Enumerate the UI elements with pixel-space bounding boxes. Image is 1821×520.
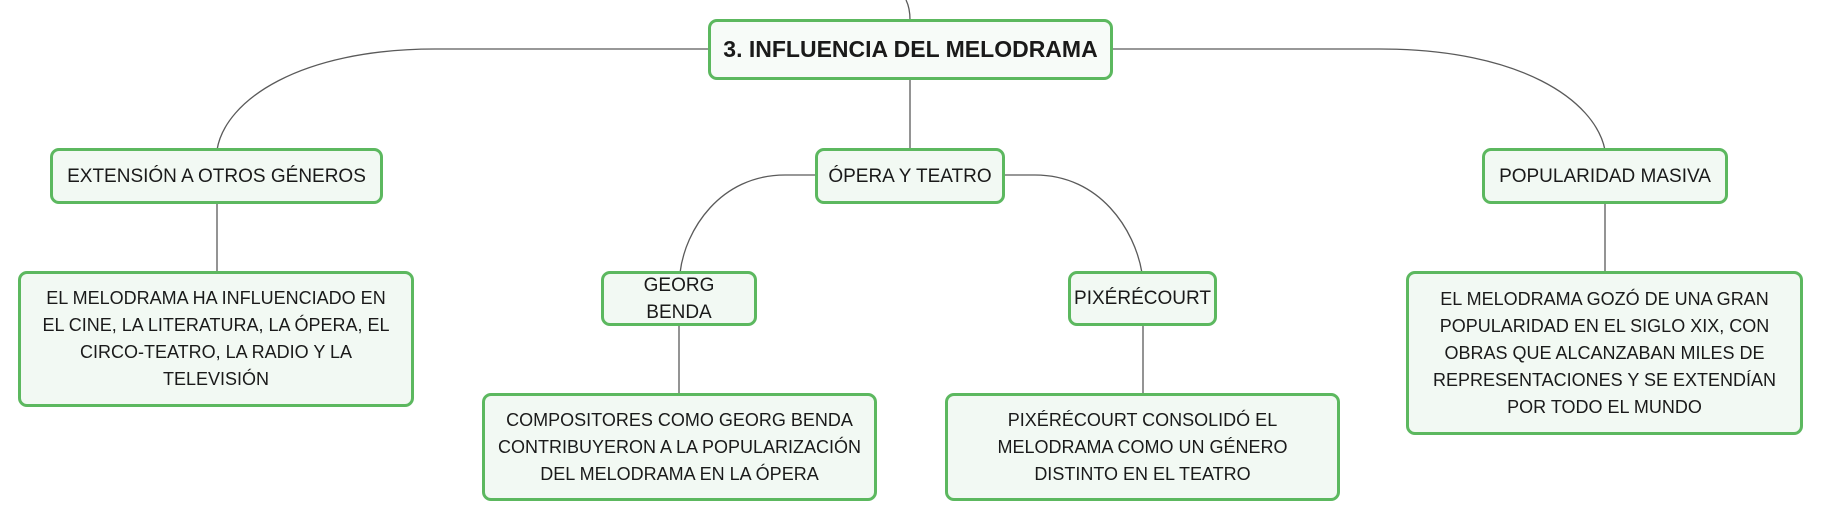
subbranch-node-georg-benda[interactable]: GEORG BENDA [601,271,757,326]
connector-opera-to-benda [679,174,817,274]
connector-root-to-extension [216,48,710,151]
connector-parent-to-root [905,0,911,21]
subbranch-node-pixerecourt[interactable]: PIXÉRÉCOURT [1068,271,1217,326]
detail-node-georg-benda[interactable]: COMPOSITORES COMO GEORG BENDA CONTRIBUYE… [482,393,877,501]
detail-node-extension[interactable]: EL MELODRAMA HA INFLUENCIADO EN EL CINE,… [18,271,414,407]
branch-node-popularidad[interactable]: POPULARIDAD MASIVA [1482,148,1728,204]
detail-node-pixerecourt[interactable]: PIXÉRÉCOURT CONSOLIDÓ EL MELODRAMA COMO … [945,393,1340,501]
connector-root-to-popularidad [1111,48,1606,151]
root-node[interactable]: 3. INFLUENCIA DEL MELODRAMA [708,19,1113,80]
detail-node-popularidad[interactable]: EL MELODRAMA GOZÓ DE UNA GRAN POPULARIDA… [1406,271,1803,435]
branch-node-extension[interactable]: EXTENSIÓN A OTROS GÉNEROS [50,148,383,204]
connector-opera-to-pixerecourt [1003,174,1143,274]
branch-node-opera-teatro[interactable]: ÓPERA Y TEATRO [815,148,1005,204]
